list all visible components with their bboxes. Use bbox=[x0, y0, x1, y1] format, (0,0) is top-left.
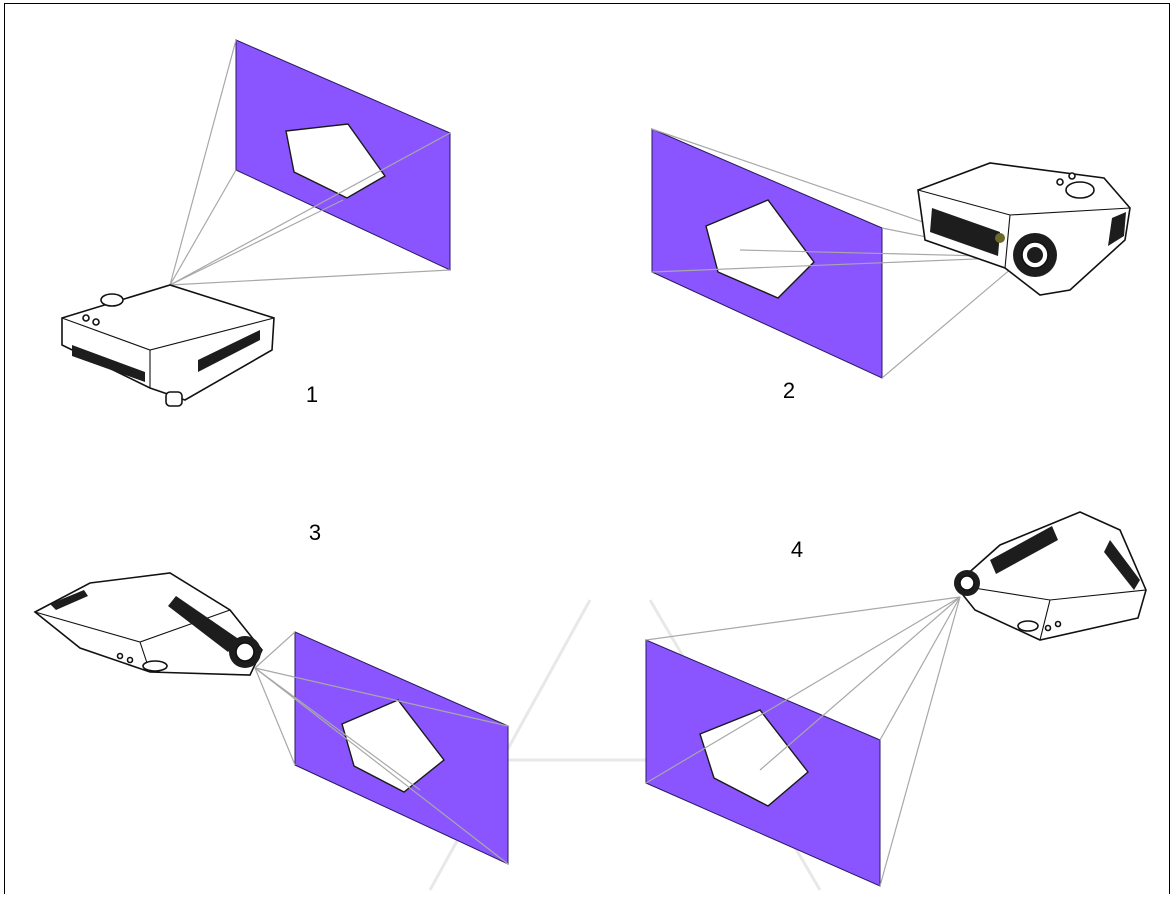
projection-lines bbox=[254, 631, 509, 865]
projected-hexagon bbox=[705, 199, 815, 299]
panel-1: 1 bbox=[61, 39, 451, 407]
projector-icon bbox=[917, 162, 1131, 296]
projected-hexagon bbox=[285, 123, 387, 199]
panel-number-3: 3 bbox=[309, 520, 321, 545]
panel-number-2: 2 bbox=[783, 378, 795, 403]
projector-icon bbox=[33, 572, 263, 676]
projector-icon bbox=[953, 511, 1147, 641]
projection-lines bbox=[169, 39, 451, 286]
panel-number-1: 1 bbox=[306, 382, 318, 407]
figure-frame bbox=[4, 3, 1170, 894]
panel-3: 3 bbox=[33, 520, 509, 865]
projected-hexagon bbox=[341, 699, 445, 793]
projection-lines bbox=[645, 596, 961, 887]
projector-icon bbox=[61, 284, 275, 407]
panel-number-4: 4 bbox=[791, 537, 803, 562]
panel-4: 4 bbox=[645, 511, 1147, 887]
projected-hexagon bbox=[699, 709, 809, 807]
panel-2: 2 bbox=[651, 128, 1131, 403]
